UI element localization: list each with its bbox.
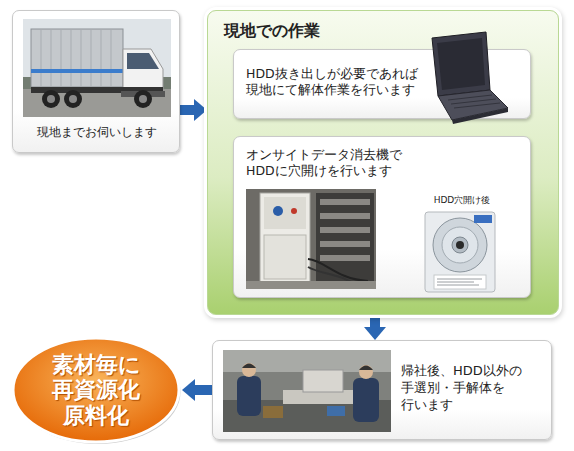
illustration-part: [91, 29, 92, 87]
illustration-part: [320, 227, 370, 233]
illustration-part: [51, 29, 52, 87]
illustration-part: [61, 29, 62, 87]
illustration-part: [437, 285, 479, 286]
illustration-part: [237, 376, 261, 416]
illustration-part: [23, 89, 171, 117]
illustration-part: [320, 199, 370, 261]
illustration-part: [452, 108, 508, 124]
panel-title: 現地での作業: [224, 21, 424, 42]
photo-caption: HDD穴開け後: [420, 195, 504, 207]
workshop-photo: [223, 350, 391, 432]
illustration-part: [260, 193, 310, 285]
illustration-part: [316, 193, 374, 283]
result-label: 素材毎に 再資源化 原料化: [44, 352, 148, 428]
illustration-part: [359, 365, 373, 379]
illustration-part: [111, 29, 112, 87]
illustration-part: [101, 29, 102, 87]
step-label: HDD抜き出しが必要であれば 現地にて解体作業を行います: [246, 66, 451, 99]
illustration-part: [31, 29, 123, 87]
flow-arrow: [180, 105, 194, 115]
illustration-part: [442, 227, 478, 263]
hdd-photo: [424, 211, 496, 293]
illustration-part: [42, 90, 60, 108]
result-ellipse: 素材毎に 再資源化 原料化: [10, 335, 182, 445]
illustration-part: [41, 29, 111, 87]
illustration-part: [134, 90, 152, 108]
illustration-part: [320, 241, 370, 247]
step-box: 帰社後、HDD以外の 手選別・手解体を 行います: [212, 340, 552, 440]
illustration-part: [320, 213, 370, 219]
illustration-part: [303, 370, 343, 392]
illustration-part: [353, 378, 379, 422]
illustration-part: [320, 255, 370, 261]
illustration-part: [242, 364, 256, 369]
illustration-part: [432, 32, 490, 96]
step-label: 現地までお伺いします: [13, 125, 181, 141]
illustration-part: [246, 189, 376, 289]
truck-photo: [23, 19, 171, 117]
illustration-part: [237, 376, 379, 422]
illustration-part: [451, 99, 496, 104]
illustration-part: [425, 212, 495, 292]
illustration-part: [452, 237, 468, 253]
illustration-part: [127, 53, 159, 69]
illustration-part: [263, 406, 283, 418]
flow-arrow: [370, 315, 380, 327]
illustration-part: [81, 29, 82, 87]
illustration-part: [69, 95, 77, 103]
step-label: オンサイトデータ消去機で HDDに穴開けを行います: [246, 147, 456, 180]
step-label: 帰社後、HDD以外の 手選別・手解体を 行います: [401, 363, 541, 414]
ellipse-shape: [13, 338, 179, 442]
illustration-part: [139, 95, 147, 103]
step-box: HDD抜き出しが必要であれば 現地にて解体作業を行います: [233, 49, 531, 119]
step-box: オンサイトデータ消去機で HDDに穴開けを行います HDD穴開け後: [233, 136, 531, 298]
illustration-part: [448, 95, 500, 108]
illustration-part: [71, 29, 72, 87]
illustration-part: [434, 275, 486, 289]
step-box: 現地までお伺いします: [12, 10, 180, 153]
illustration-part: [31, 69, 123, 73]
illustration-part: [64, 90, 82, 108]
illustration-part: [41, 29, 42, 87]
illustration-part: [320, 199, 370, 205]
onsite-panel: HDD抜き出しが必要であれば 現地にて解体作業を行います オンサイトデータ消去機…: [207, 10, 559, 315]
illustration-part: [437, 38, 485, 90]
illustration-part: [474, 215, 492, 223]
illustration-part: [454, 103, 500, 108]
illustration-part: [273, 206, 283, 216]
illustration-part: [246, 281, 376, 289]
illustration-part: [242, 363, 256, 377]
illustration-part: [433, 218, 487, 272]
illustration-part: [456, 241, 464, 249]
illustration-part: [47, 95, 55, 103]
flow-arrow: [195, 385, 212, 395]
illustration-part: [437, 279, 482, 285]
illustration-part: [23, 19, 171, 117]
illustration-part: [264, 197, 306, 229]
illustration-part: [359, 366, 373, 371]
illustration-part: [223, 350, 391, 432]
illustration-part: [327, 406, 345, 416]
laptop-photo: [424, 30, 510, 125]
machine-photo: [246, 189, 376, 289]
illustration-part: [448, 95, 492, 100]
illustration-part: [264, 235, 306, 279]
illustration-part: [437, 282, 474, 283]
illustration-part: [291, 208, 297, 214]
illustration-part: [437, 279, 482, 280]
